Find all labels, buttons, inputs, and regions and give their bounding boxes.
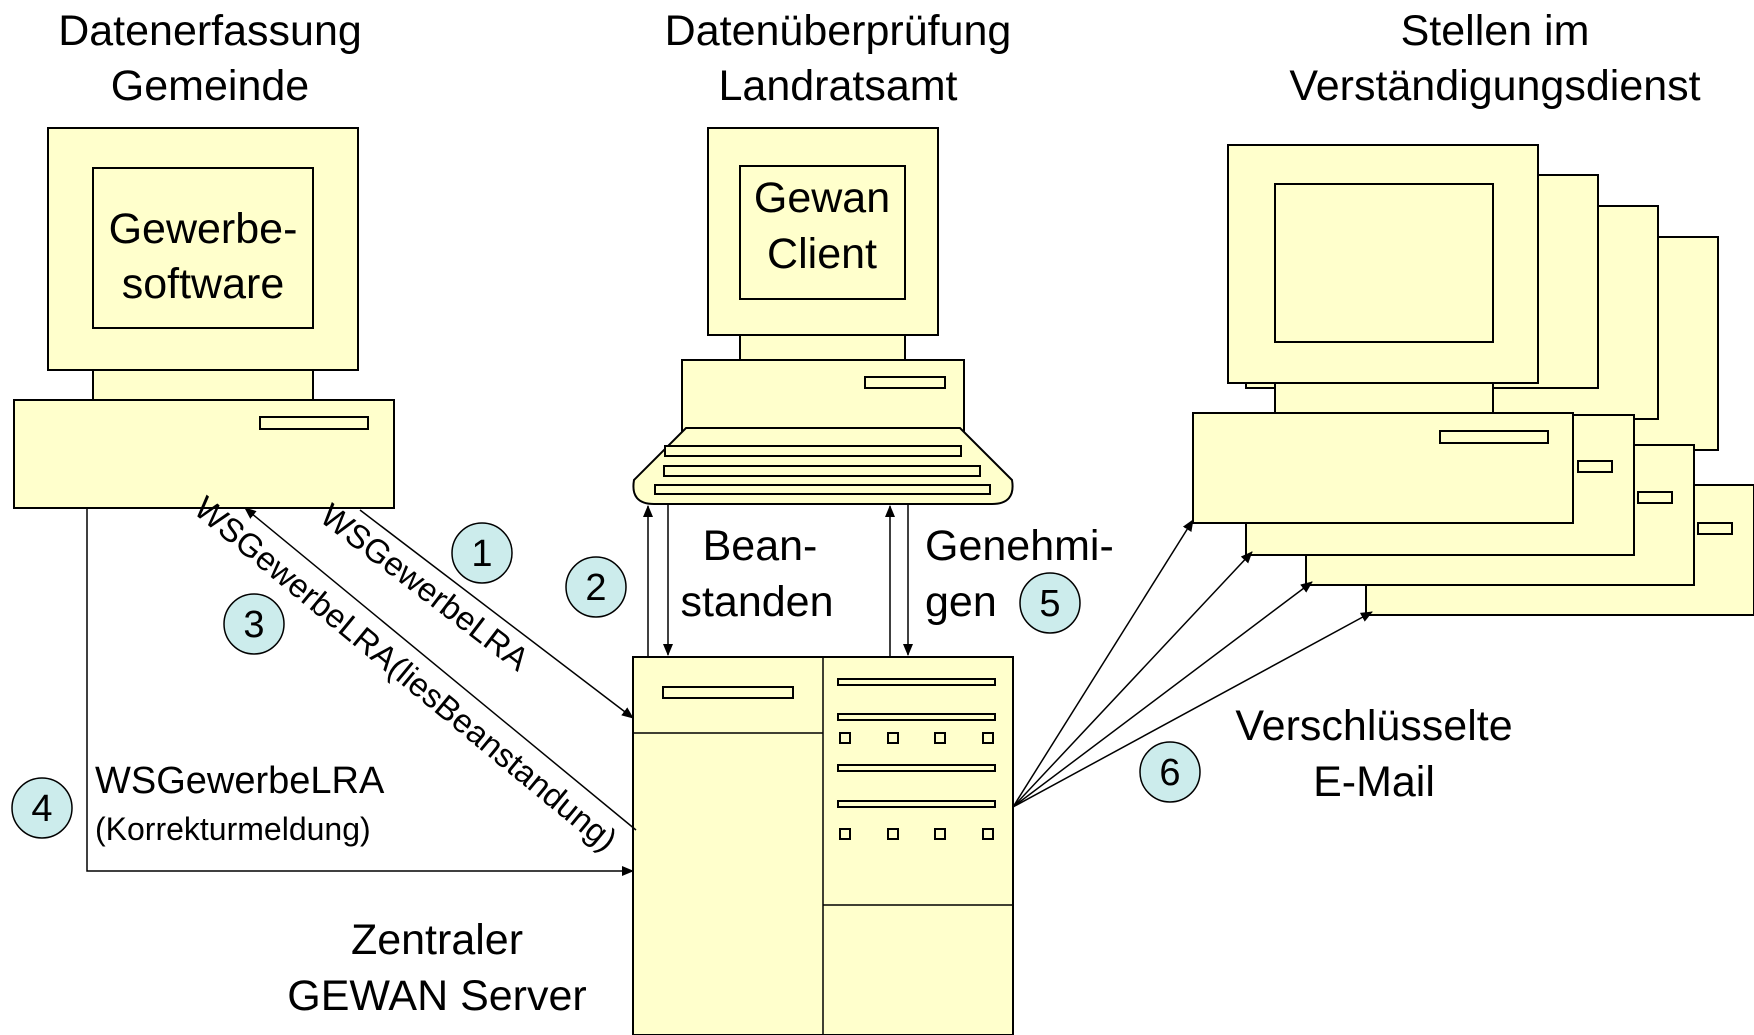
gemeinde-computer: Gewerbe- software [13, 127, 395, 509]
arrow-step-4 [86, 508, 634, 876]
stellen-drive-slot [1439, 430, 1549, 444]
email-label-line2: E-Mail [1313, 758, 1435, 806]
keyboard-row-2 [663, 465, 981, 477]
step-badge-2-label: 2 [585, 567, 606, 609]
arrow-step-3 [244, 507, 637, 831]
landratsamt-screen [739, 165, 906, 300]
central-server [632, 656, 1014, 1035]
gemeinde-screen-line1: Gewerbe- [109, 205, 298, 253]
step-badge-1-label: 1 [471, 533, 492, 575]
genehmigen-line2: gen [925, 578, 997, 626]
step-badge-1: 1 [451, 522, 513, 584]
server-label-line2: GEWAN Server [287, 972, 586, 1020]
landratsamt-drive-slot [864, 376, 946, 389]
landratsamt-screen-line1: Gewan [754, 174, 890, 222]
stellen-desktop-case [1192, 412, 1574, 524]
step-badge-6-label: 6 [1159, 752, 1180, 794]
gemeinde-screen-line2: software [122, 260, 285, 308]
header-stellen: Stellen im Verständigungsdienst [1289, 7, 1700, 110]
header-gemeinde: Datenerfassung Gemeinde [58, 7, 362, 110]
arrow-step-1 [359, 509, 634, 719]
email-arrow-3 [1012, 581, 1313, 808]
email-arrow-2 [1012, 551, 1253, 808]
header-gemeinde-line2: Gemeinde [111, 62, 309, 110]
step-badge-4: 4 [11, 777, 73, 839]
email-arrow-1 [1012, 519, 1194, 808]
step-badge-6: 6 [1139, 741, 1201, 803]
header-stellen-line2: Verständigungsdienst [1289, 62, 1700, 110]
header-landratsamt: Datenüberprüfung Landratsamt [665, 7, 1012, 110]
landratsamt-screen-line2: Client [767, 230, 877, 278]
gemeinde-monitor-stand [92, 369, 314, 401]
stellen-screen [1274, 183, 1494, 343]
step-badge-5: 5 [1019, 572, 1081, 634]
header-landratsamt-line1: Datenüberprüfung [665, 7, 1012, 55]
server-label: Zentraler GEWAN Server [287, 916, 586, 1020]
arrow-4-label-line2: (Korrekturmeldung) [95, 811, 371, 847]
email-arrow-4 [1012, 611, 1373, 808]
keyboard-row-1 [664, 445, 962, 457]
header-gemeinde-line1: Datenerfassung [58, 7, 362, 55]
step-badge-3: 3 [223, 593, 285, 655]
keyboard-row-3 [654, 484, 991, 495]
step-badge-2: 2 [565, 556, 627, 618]
header-stellen-line1: Stellen im [1401, 7, 1590, 55]
server-drive-slot [662, 686, 794, 699]
stellen-computer-1 [1192, 144, 1574, 524]
gemeinde-screen [92, 167, 314, 329]
genehmigen-line1: Genehmi- [925, 522, 1114, 570]
beanstanden-line1: Bean- [703, 522, 818, 570]
beanstanden-line2: standen [680, 578, 833, 626]
landratsamt-monitor-stand [739, 334, 906, 361]
arrow-4-label-line1: WSGewerbeLRA [95, 760, 385, 802]
gemeinde-drive-slot [259, 416, 369, 430]
header-landratsamt-line2: Landratsamt [718, 62, 957, 110]
step-badge-5-label: 5 [1039, 583, 1060, 625]
landratsamt-computer: Gewan Client [632, 127, 1014, 505]
step-badge-3-label: 3 [243, 604, 264, 646]
server-label-line1: Zentraler [351, 916, 523, 964]
arrow-1-label: WSGewerbeLRA [314, 496, 536, 678]
stellen-computers [1192, 144, 1754, 616]
email-label-line1: Verschlüsselte [1235, 702, 1512, 750]
step-badge-4-label: 4 [31, 788, 52, 830]
stellen-monitor-stand [1274, 382, 1494, 414]
